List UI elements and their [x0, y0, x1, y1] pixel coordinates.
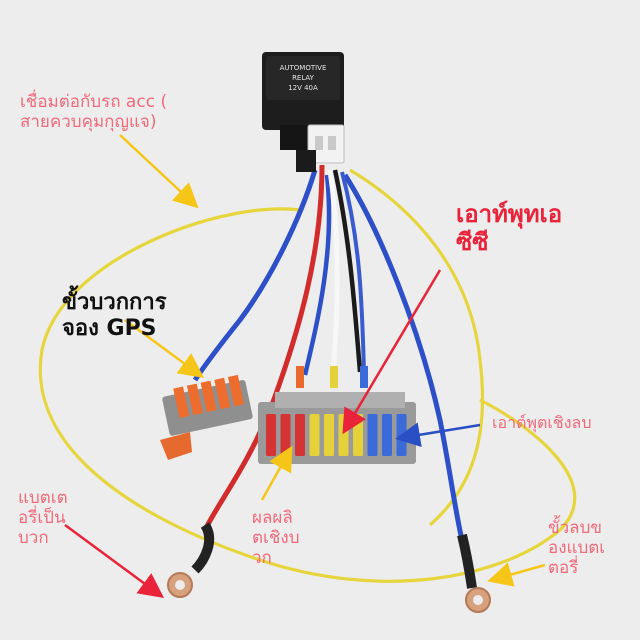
relay-text-1: AUTOMOTIVE: [280, 64, 327, 72]
label-gps-line2: จอง GPS: [62, 315, 157, 341]
tab-blue-1: [360, 366, 368, 388]
clamp-tab-blue-9: [382, 414, 392, 456]
relay-text-3: 12V 40A: [288, 84, 318, 92]
label-bat-neg-line1: ขั้วลบข: [548, 518, 602, 538]
tab-yellow-1: [330, 366, 338, 388]
arrow-battery-positive: [64, 523, 165, 598]
automotive-relay: AUTOMOTIVE RELAY 12V 40A: [262, 52, 345, 172]
label-pos-out-line2: ตเชิงบ: [252, 528, 300, 549]
arrow-battery-negative: [487, 562, 546, 587]
terminal-block: [258, 392, 416, 464]
blue-wire-gps: [192, 169, 318, 382]
clamp-tab-red-3: [295, 414, 305, 456]
tab-orange-1: [296, 366, 304, 388]
label-acc-out-line1: เอาท์พุทเอ: [456, 200, 563, 228]
lever-connector: [160, 374, 253, 460]
blue-wire-negative: [342, 173, 465, 541]
blue-wire-block-2: [340, 171, 366, 373]
blue-wire-block: [302, 174, 332, 376]
yellow-wire-right: [349, 168, 485, 527]
black-wire: [332, 169, 363, 373]
label-pos-out-line1: ผลผลิ: [252, 508, 293, 528]
label-acc-line2: สายควบคุมกุญแจ): [20, 112, 157, 133]
arrow-positive-output: [260, 445, 293, 501]
clamp-tab-yellow-7: [353, 414, 363, 456]
label-battery-positive: แบตเต อรี่เป็น บวก: [18, 488, 68, 548]
label-bat-neg-line2: องแบตเ: [548, 538, 606, 559]
clamp-tab-yellow-5: [324, 414, 334, 456]
label-battery-negative: ขั้วลบข องแบตเ ตอรี่: [548, 518, 605, 578]
arrow-gps: [124, 318, 205, 378]
label-gps-positive: ขั้วบวกการ จอง GPS: [62, 290, 167, 342]
clamp-tab-yellow-4: [309, 414, 320, 456]
arrow-negative-output: [395, 422, 481, 448]
relay-text-2: RELAY: [292, 74, 315, 82]
label-acc-connection: เชื่อมต่อกับรถ acc ( สายควบคุมกุญแจ): [20, 92, 167, 132]
label-negative-output: เอาต์พุตเชิงลบ: [492, 413, 592, 433]
label-bat-pos-line3: บวก: [18, 528, 49, 549]
yellow-acc-wire: [38, 207, 577, 583]
label-positive-output: ผลผลิ ตเชิงบ วก: [252, 508, 299, 568]
clamp-tab-yellow-6: [338, 414, 349, 456]
clamp-tab-red-2: [280, 414, 291, 456]
white-wire: [327, 169, 340, 376]
clamp-tab-red-1: [266, 414, 276, 456]
label-gps-line1: ขั้วบวกการ: [62, 290, 167, 315]
label-bat-pos-line2: อรี่เป็น: [18, 508, 66, 529]
arrow-acc: [119, 134, 199, 209]
arrow-acc-output: [342, 269, 442, 435]
label-bat-pos-line1: แบตเต: [18, 488, 68, 508]
label-pos-out-line3: วก: [252, 548, 272, 569]
clamp-tab-blue-8: [367, 414, 378, 456]
label-acc-output: เอาท์พุทเอ ซีซี: [456, 200, 562, 257]
clamp-tab-blue-10: [396, 414, 407, 456]
label-acc-out-line2: ซีซี: [456, 228, 489, 257]
positive-ring-terminal: [167, 522, 215, 598]
label-neg-out: เอาต์พุตเชิงลบ: [492, 413, 592, 432]
label-bat-neg-line3: ตอรี่: [548, 558, 579, 579]
label-acc-line1: เชื่อมต่อกับรถ acc (: [20, 92, 168, 112]
negative-ring-terminal: [457, 533, 491, 613]
